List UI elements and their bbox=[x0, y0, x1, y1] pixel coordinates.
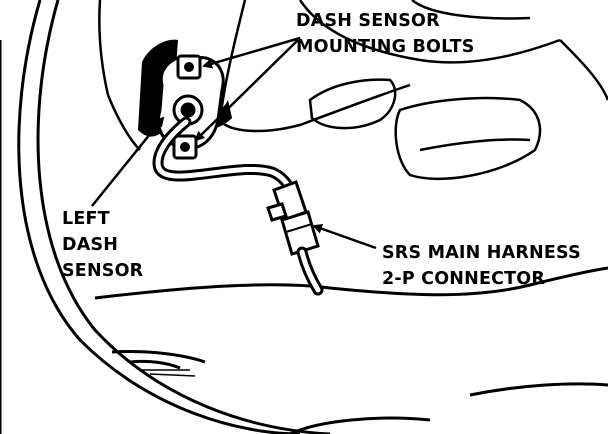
srs-2p-connector bbox=[266, 180, 320, 256]
lower-mounting-bolt bbox=[172, 134, 198, 160]
arrow-to-upper-bolt bbox=[202, 36, 301, 69]
arrow-to-connector bbox=[312, 223, 377, 250]
label-line: SRS MAIN HARNESS bbox=[382, 243, 581, 263]
label-srs-main-harness-connector: SRS MAIN HARNESS 2-P CONNECTOR bbox=[382, 240, 581, 292]
label-line: SENSOR bbox=[62, 261, 144, 281]
dashboard-structure bbox=[98, 0, 608, 181]
label-line: DASH SENSOR bbox=[296, 11, 440, 31]
leader-arrows bbox=[91, 36, 377, 250]
label-line: LEFT bbox=[62, 209, 110, 229]
label-line: 2-P CONNECTOR bbox=[382, 269, 546, 289]
arrow-to-lower-bolt bbox=[194, 37, 301, 142]
sensor-harness-wire bbox=[152, 116, 296, 196]
floor-trim bbox=[94, 266, 608, 434]
arrow-to-left-sensor bbox=[91, 116, 165, 207]
body-panel-outline bbox=[0, 0, 331, 434]
label-dash-sensor-mounting-bolts: DASH SENSOR MOUNTING BOLTS bbox=[296, 8, 475, 60]
srs-main-harness-wire bbox=[296, 246, 324, 296]
label-left-dash-sensor: LEFT DASH SENSOR bbox=[62, 206, 143, 284]
label-line: DASH bbox=[62, 235, 119, 255]
label-line: MOUNTING BOLTS bbox=[296, 37, 475, 57]
upper-mounting-bolt bbox=[176, 54, 202, 80]
